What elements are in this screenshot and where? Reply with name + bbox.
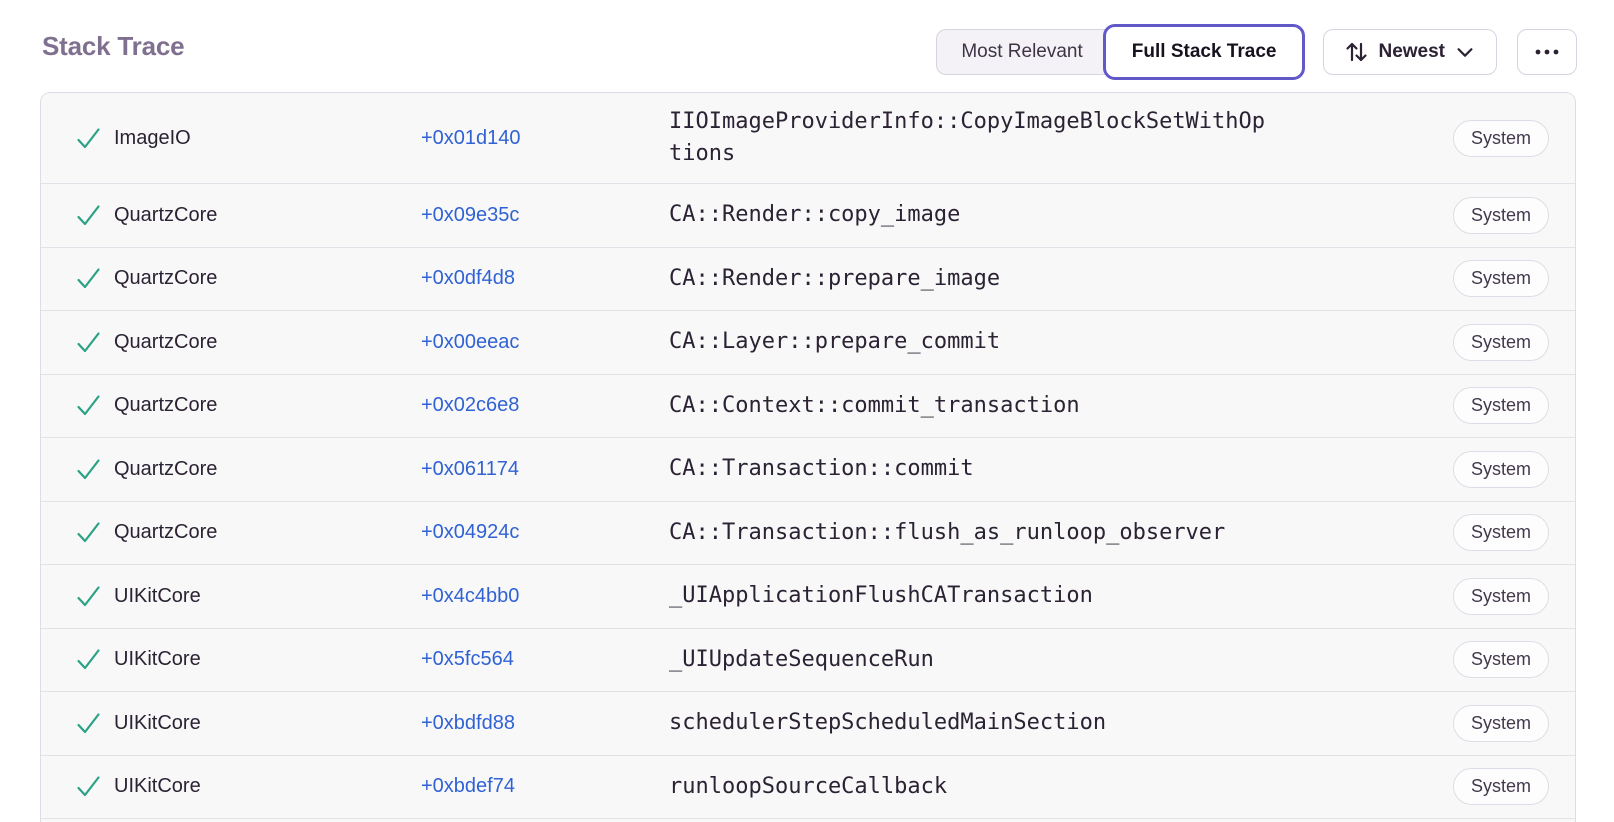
chevron-down-icon xyxy=(1454,41,1476,63)
function-name: runloopSourceCallback xyxy=(669,773,948,799)
table-row[interactable]: ImageIO +0x01d140 IIOImageProviderInfo::… xyxy=(41,93,1575,183)
system-badge: System xyxy=(1452,768,1549,806)
module-name: QuartzCore xyxy=(114,394,218,417)
check-icon xyxy=(63,583,114,610)
module-name: QuartzCore xyxy=(114,457,218,480)
most-relevant-button[interactable]: Most Relevant xyxy=(936,29,1117,75)
check-icon xyxy=(63,773,114,800)
table-row[interactable]: QuartzCore +0x0df4d8 CA::Render::prepare… xyxy=(41,246,1575,310)
table-row[interactable]: QuartzCore +0x061174 CA::Transaction::co… xyxy=(41,437,1575,501)
address-link[interactable]: +0x4c4bb0 xyxy=(421,584,520,607)
function-name: CA::Context::commit_transaction xyxy=(669,392,1080,418)
address-link[interactable]: +0x00eeac xyxy=(421,330,520,353)
module-name: QuartzCore xyxy=(114,267,218,290)
system-badge: System xyxy=(1452,577,1549,615)
function-name: _UIUpdateSequenceRun xyxy=(669,646,934,672)
module-name: UIKitCore xyxy=(114,711,201,734)
function-name: CA::Layer::prepare_commit xyxy=(669,329,1001,355)
sort-arrows-icon xyxy=(1344,39,1369,65)
module-name: UIKitCore xyxy=(114,775,201,798)
check-icon xyxy=(63,125,114,152)
table-row[interactable]: UIKitCore +0xbdef74 runloopSourceCallbac… xyxy=(41,754,1575,818)
address-link[interactable]: +0x0df4d8 xyxy=(421,267,515,290)
check-icon xyxy=(63,202,114,229)
address-link[interactable]: +0xbdef74 xyxy=(421,775,515,798)
system-badge: System xyxy=(1452,450,1549,488)
page-title: Stack Trace xyxy=(42,31,185,61)
table-row[interactable]: QuartzCore +0x02c6e8 CA::Context::commit… xyxy=(41,373,1575,437)
address-link[interactable]: +0x09e35c xyxy=(421,203,520,226)
ellipsis-icon xyxy=(1533,47,1561,57)
function-name: CA::Render::copy_image xyxy=(669,202,961,228)
table-row[interactable]: QuartzCore +0x00eeac CA::Layer::prepare_… xyxy=(41,310,1575,374)
sort-button[interactable]: Newest xyxy=(1323,29,1497,75)
system-badge: System xyxy=(1452,196,1549,234)
function-name: IIOImageProviderInfo::CopyImageBlockSetW… xyxy=(669,109,1266,166)
toolbar: Most Relevant Full Stack Trace Newest xyxy=(936,24,1577,80)
system-badge: System xyxy=(1452,260,1549,298)
stack-trace-table: ImageIO +0x01d140 IIOImageProviderInfo::… xyxy=(40,92,1576,822)
table-row[interactable]: QuartzCore +0x04924c CA::Transaction::fl… xyxy=(41,500,1575,564)
view-toggle-group: Most Relevant Full Stack Trace xyxy=(936,24,1306,80)
check-icon xyxy=(63,329,114,356)
more-options-button[interactable] xyxy=(1517,29,1577,75)
address-link[interactable]: +0xbdfd88 xyxy=(421,711,515,734)
module-name: ImageIO xyxy=(114,126,191,149)
address-link[interactable]: +0x02c6e8 xyxy=(421,394,520,417)
table-row-partial xyxy=(41,818,1575,822)
system-badge: System xyxy=(1452,323,1549,361)
address-link[interactable]: +0x061174 xyxy=(421,457,520,480)
function-name: CA::Transaction::commit xyxy=(669,456,974,482)
check-icon xyxy=(63,392,114,419)
system-badge: System xyxy=(1452,119,1549,157)
full-stack-trace-button[interactable]: Full Stack Trace xyxy=(1102,24,1306,80)
address-link[interactable]: +0x5fc564 xyxy=(421,648,514,671)
check-icon xyxy=(63,646,114,673)
module-name: QuartzCore xyxy=(114,203,218,226)
module-name: UIKitCore xyxy=(114,648,201,671)
check-icon xyxy=(63,710,114,737)
function-name: _UIApplicationFlushCATransaction xyxy=(669,583,1093,609)
table-row[interactable]: QuartzCore +0x09e35c CA::Render::copy_im… xyxy=(41,183,1575,247)
system-badge: System xyxy=(1452,387,1549,425)
module-name: QuartzCore xyxy=(114,330,218,353)
table-row[interactable]: UIKitCore +0xbdfd88 schedulerStepSchedul… xyxy=(41,691,1575,755)
table-row[interactable]: UIKitCore +0x4c4bb0 _UIApplicationFlushC… xyxy=(41,564,1575,628)
system-badge: System xyxy=(1452,704,1549,742)
function-name: CA::Transaction::flush_as_runloop_observ… xyxy=(669,519,1226,545)
sort-button-label: Newest xyxy=(1378,41,1445,62)
module-name: QuartzCore xyxy=(114,521,218,544)
module-name: UIKitCore xyxy=(114,584,201,607)
check-icon xyxy=(63,519,114,546)
function-name: CA::Render::prepare_image xyxy=(669,265,1001,291)
address-link[interactable]: +0x04924c xyxy=(421,521,520,544)
function-name: schedulerStepScheduledMainSection xyxy=(669,710,1107,736)
table-row[interactable]: UIKitCore +0x5fc564 _UIUpdateSequenceRun… xyxy=(41,627,1575,691)
system-badge: System xyxy=(1452,641,1549,679)
system-badge: System xyxy=(1452,514,1549,552)
address-link[interactable]: +0x01d140 xyxy=(421,126,521,149)
check-icon xyxy=(63,265,114,292)
check-icon xyxy=(63,456,114,483)
